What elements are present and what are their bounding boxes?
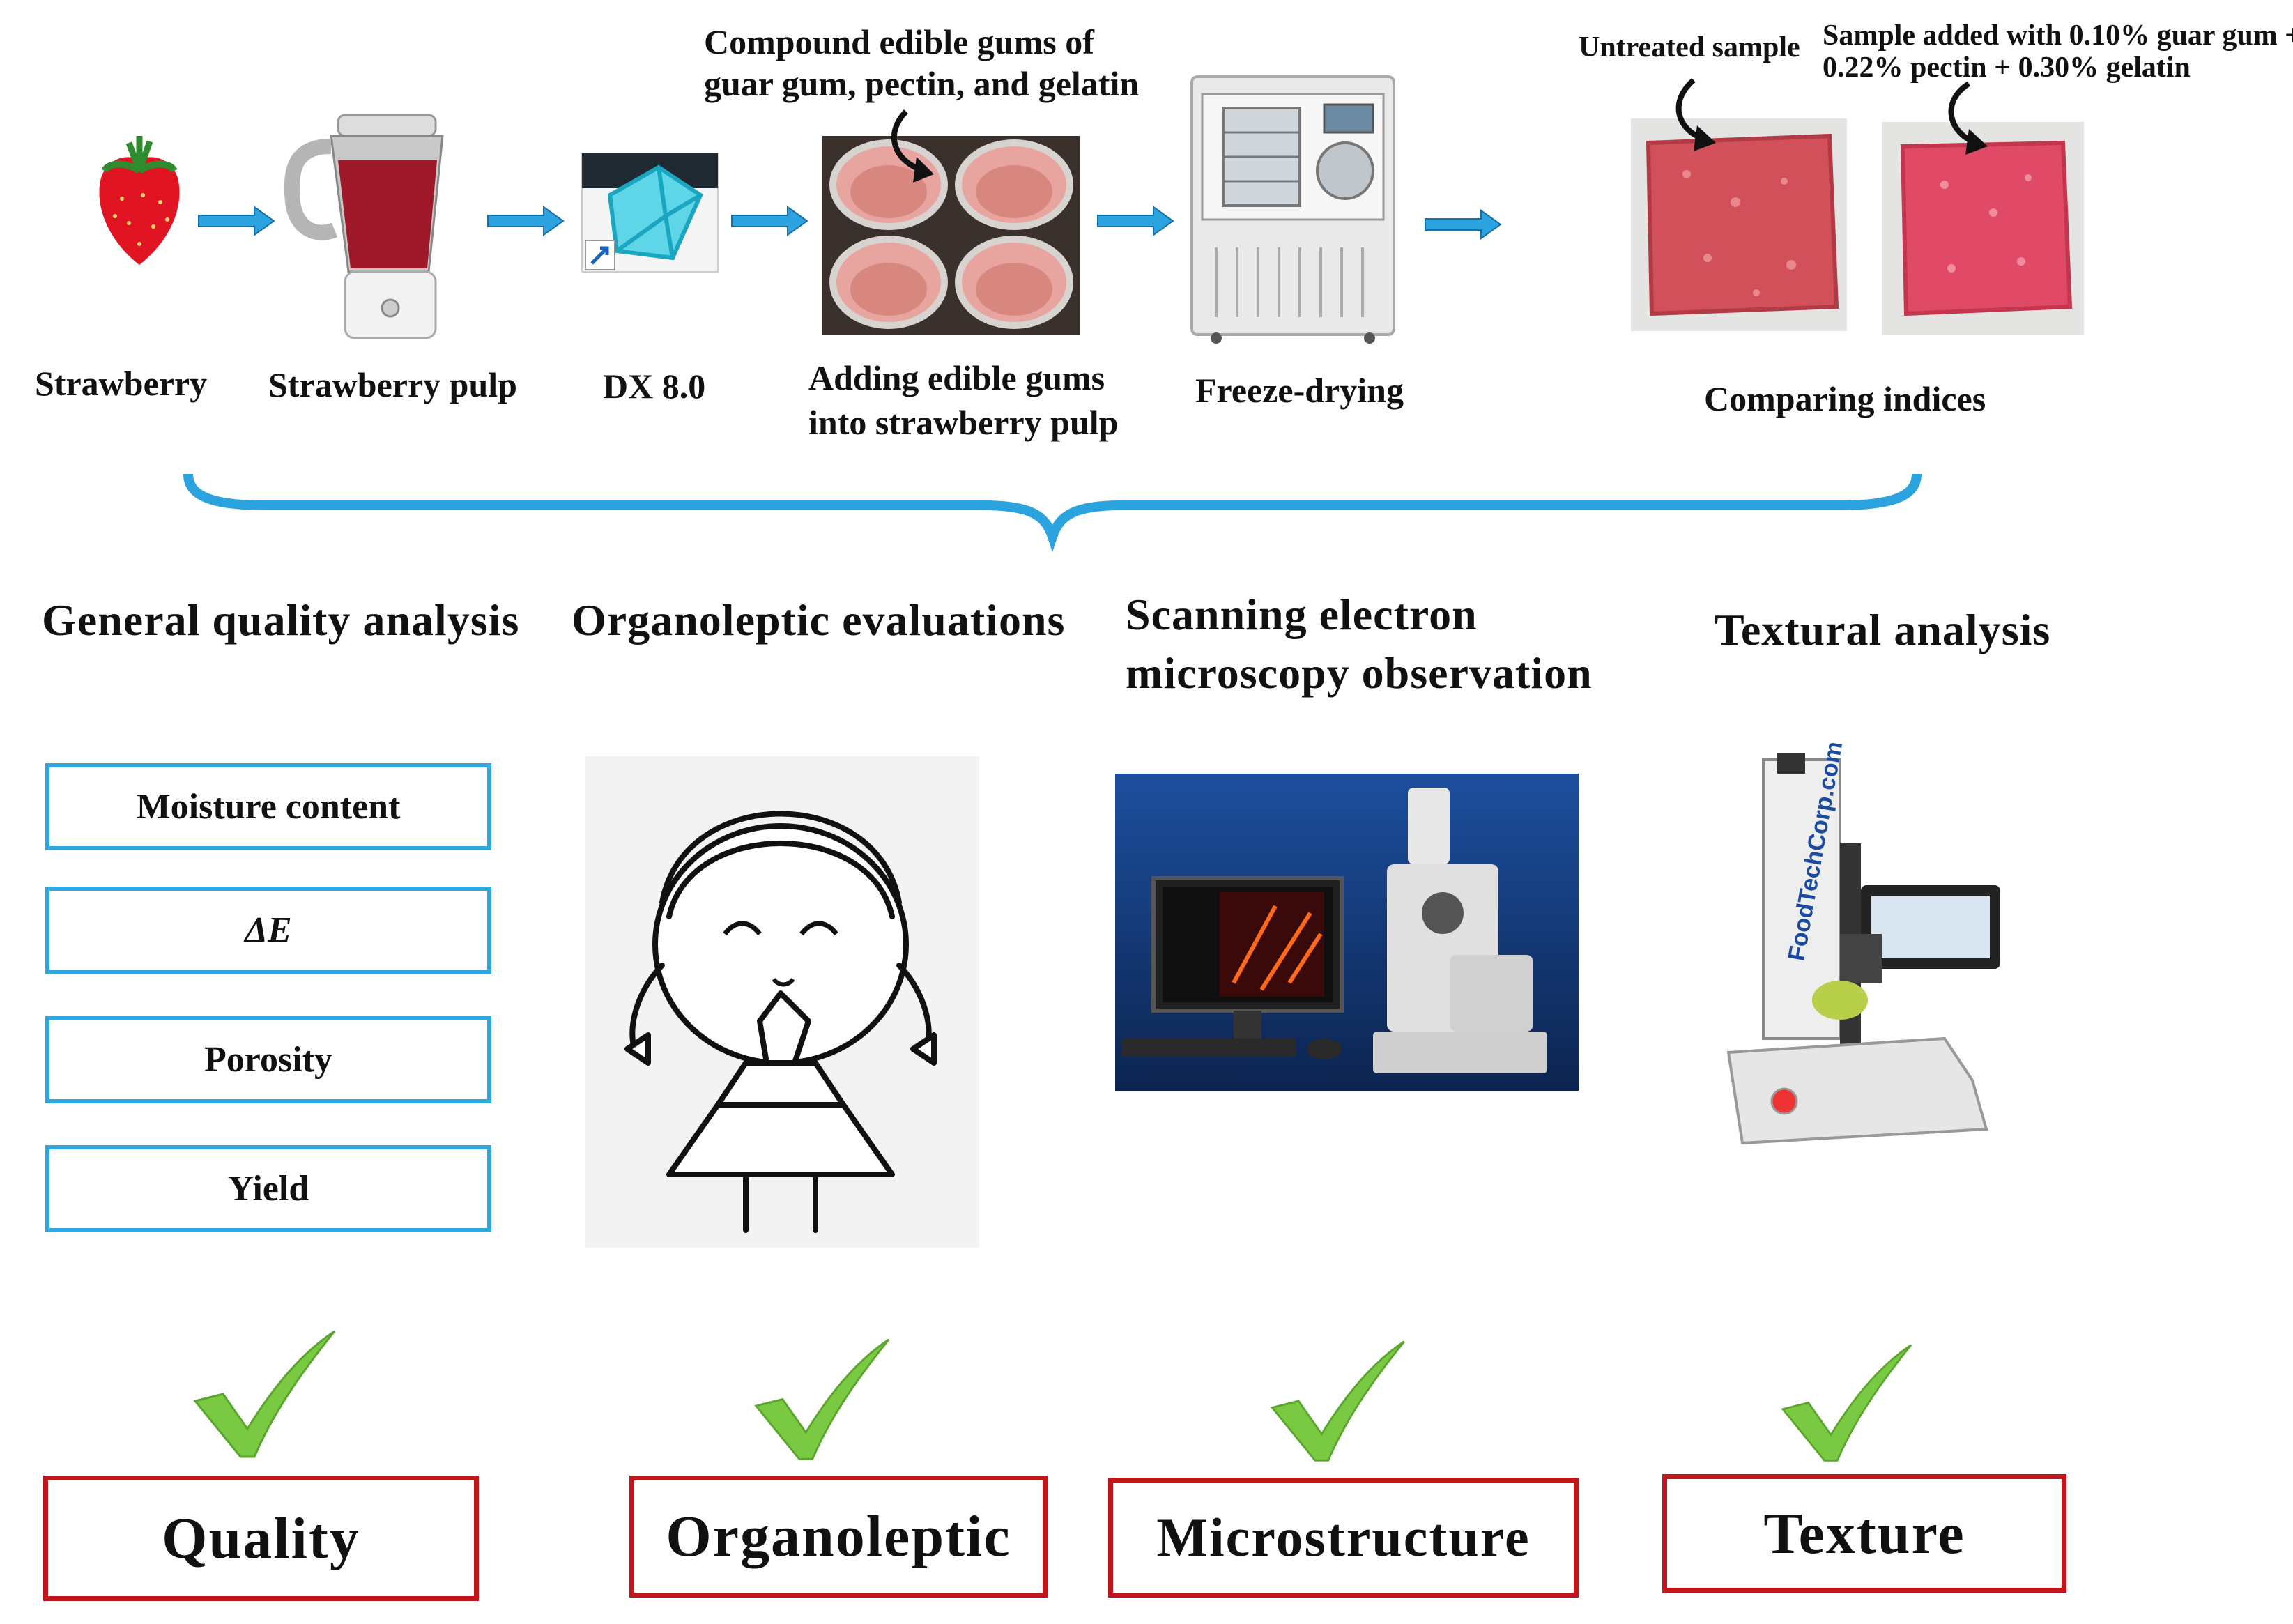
quality-item-yield: Yield (45, 1145, 491, 1232)
step-label-strawberry: Strawberry (35, 364, 208, 403)
curved-arrow-icon (1948, 81, 1988, 155)
step-label-comparing: Comparing indices (1704, 379, 1986, 418)
result-quality: Quality (43, 1476, 479, 1601)
treated-note-line1: Sample added with 0.10% guar gum + (1823, 20, 2293, 52)
heading-sem-line2: microscopy observation (1126, 648, 1593, 698)
grouping-brace (183, 473, 1922, 553)
flow-arrow-4 (1097, 206, 1174, 236)
step-label-dx: DX 8.0 (603, 367, 706, 406)
treated-note: Sample added with 0.10% guar gum + 0.22%… (1823, 20, 2293, 84)
heading-sem: Scanning electron microscopy observation (1126, 585, 1593, 703)
gum-note: Compound edible gums of guar gum, pectin… (704, 21, 1139, 105)
curved-arrow-icon (1675, 77, 1716, 151)
quality-item-delta-e: ΔE (45, 887, 491, 974)
step-label-adding-gums-line2: into strawberry pulp (808, 403, 1119, 442)
gum-note-line2: guar gum, pectin, and gelatin (704, 64, 1140, 103)
checkmark-icon (1270, 1340, 1405, 1462)
heading-general-quality: General quality analysis (42, 595, 520, 645)
untreated-sample-photo (1631, 118, 1847, 331)
flow-arrow-2 (487, 206, 565, 236)
quality-item-porosity: Porosity (45, 1016, 491, 1103)
strawberry-icon (99, 136, 180, 265)
step-label-freeze-drying: Freeze-drying (1195, 371, 1404, 410)
heading-textural: Textural analysis (1715, 605, 2051, 654)
cartoon-girl-icon (585, 756, 979, 1248)
checkmark-icon (193, 1330, 336, 1458)
result-texture: Texture (1662, 1474, 2066, 1593)
cups-photo (822, 136, 1080, 335)
heading-organoleptic: Organoleptic evaluations (572, 595, 1066, 645)
texture-analyzer-icon: FoodTechCorp.com (1726, 740, 2000, 1145)
software-icon (581, 153, 719, 273)
heading-sem-line1: Scanning electron (1126, 590, 1478, 639)
result-microstructure: Microstructure (1108, 1478, 1579, 1598)
result-organoleptic: Organoleptic (629, 1476, 1048, 1598)
treated-sample-photo (1882, 122, 2084, 335)
untreated-note: Untreated sample (1579, 31, 1800, 63)
freeze-dryer-icon (1190, 75, 1395, 344)
quality-item-moisture: Moisture content (45, 763, 491, 850)
flow-arrow-1 (198, 206, 275, 236)
step-label-adding-gums: Adding edible gums into strawberry pulp (808, 355, 1118, 445)
checkmark-icon (754, 1338, 890, 1460)
checkmark-icon (1781, 1344, 1912, 1462)
curved-arrow-icon (891, 109, 934, 183)
gum-note-line1: Compound edible gums of (704, 22, 1094, 61)
microscope-workstation-icon (1115, 774, 1579, 1091)
step-label-adding-gums-line1: Adding edible gums (808, 358, 1105, 397)
blender-icon (284, 114, 444, 339)
step-label-pulp: Strawberry pulp (268, 365, 517, 404)
treated-note-line2: 0.22% pectin + 0.30% gelatin (1823, 52, 2191, 84)
flow-arrow-5 (1425, 209, 1502, 240)
flow-arrow-3 (731, 206, 808, 236)
